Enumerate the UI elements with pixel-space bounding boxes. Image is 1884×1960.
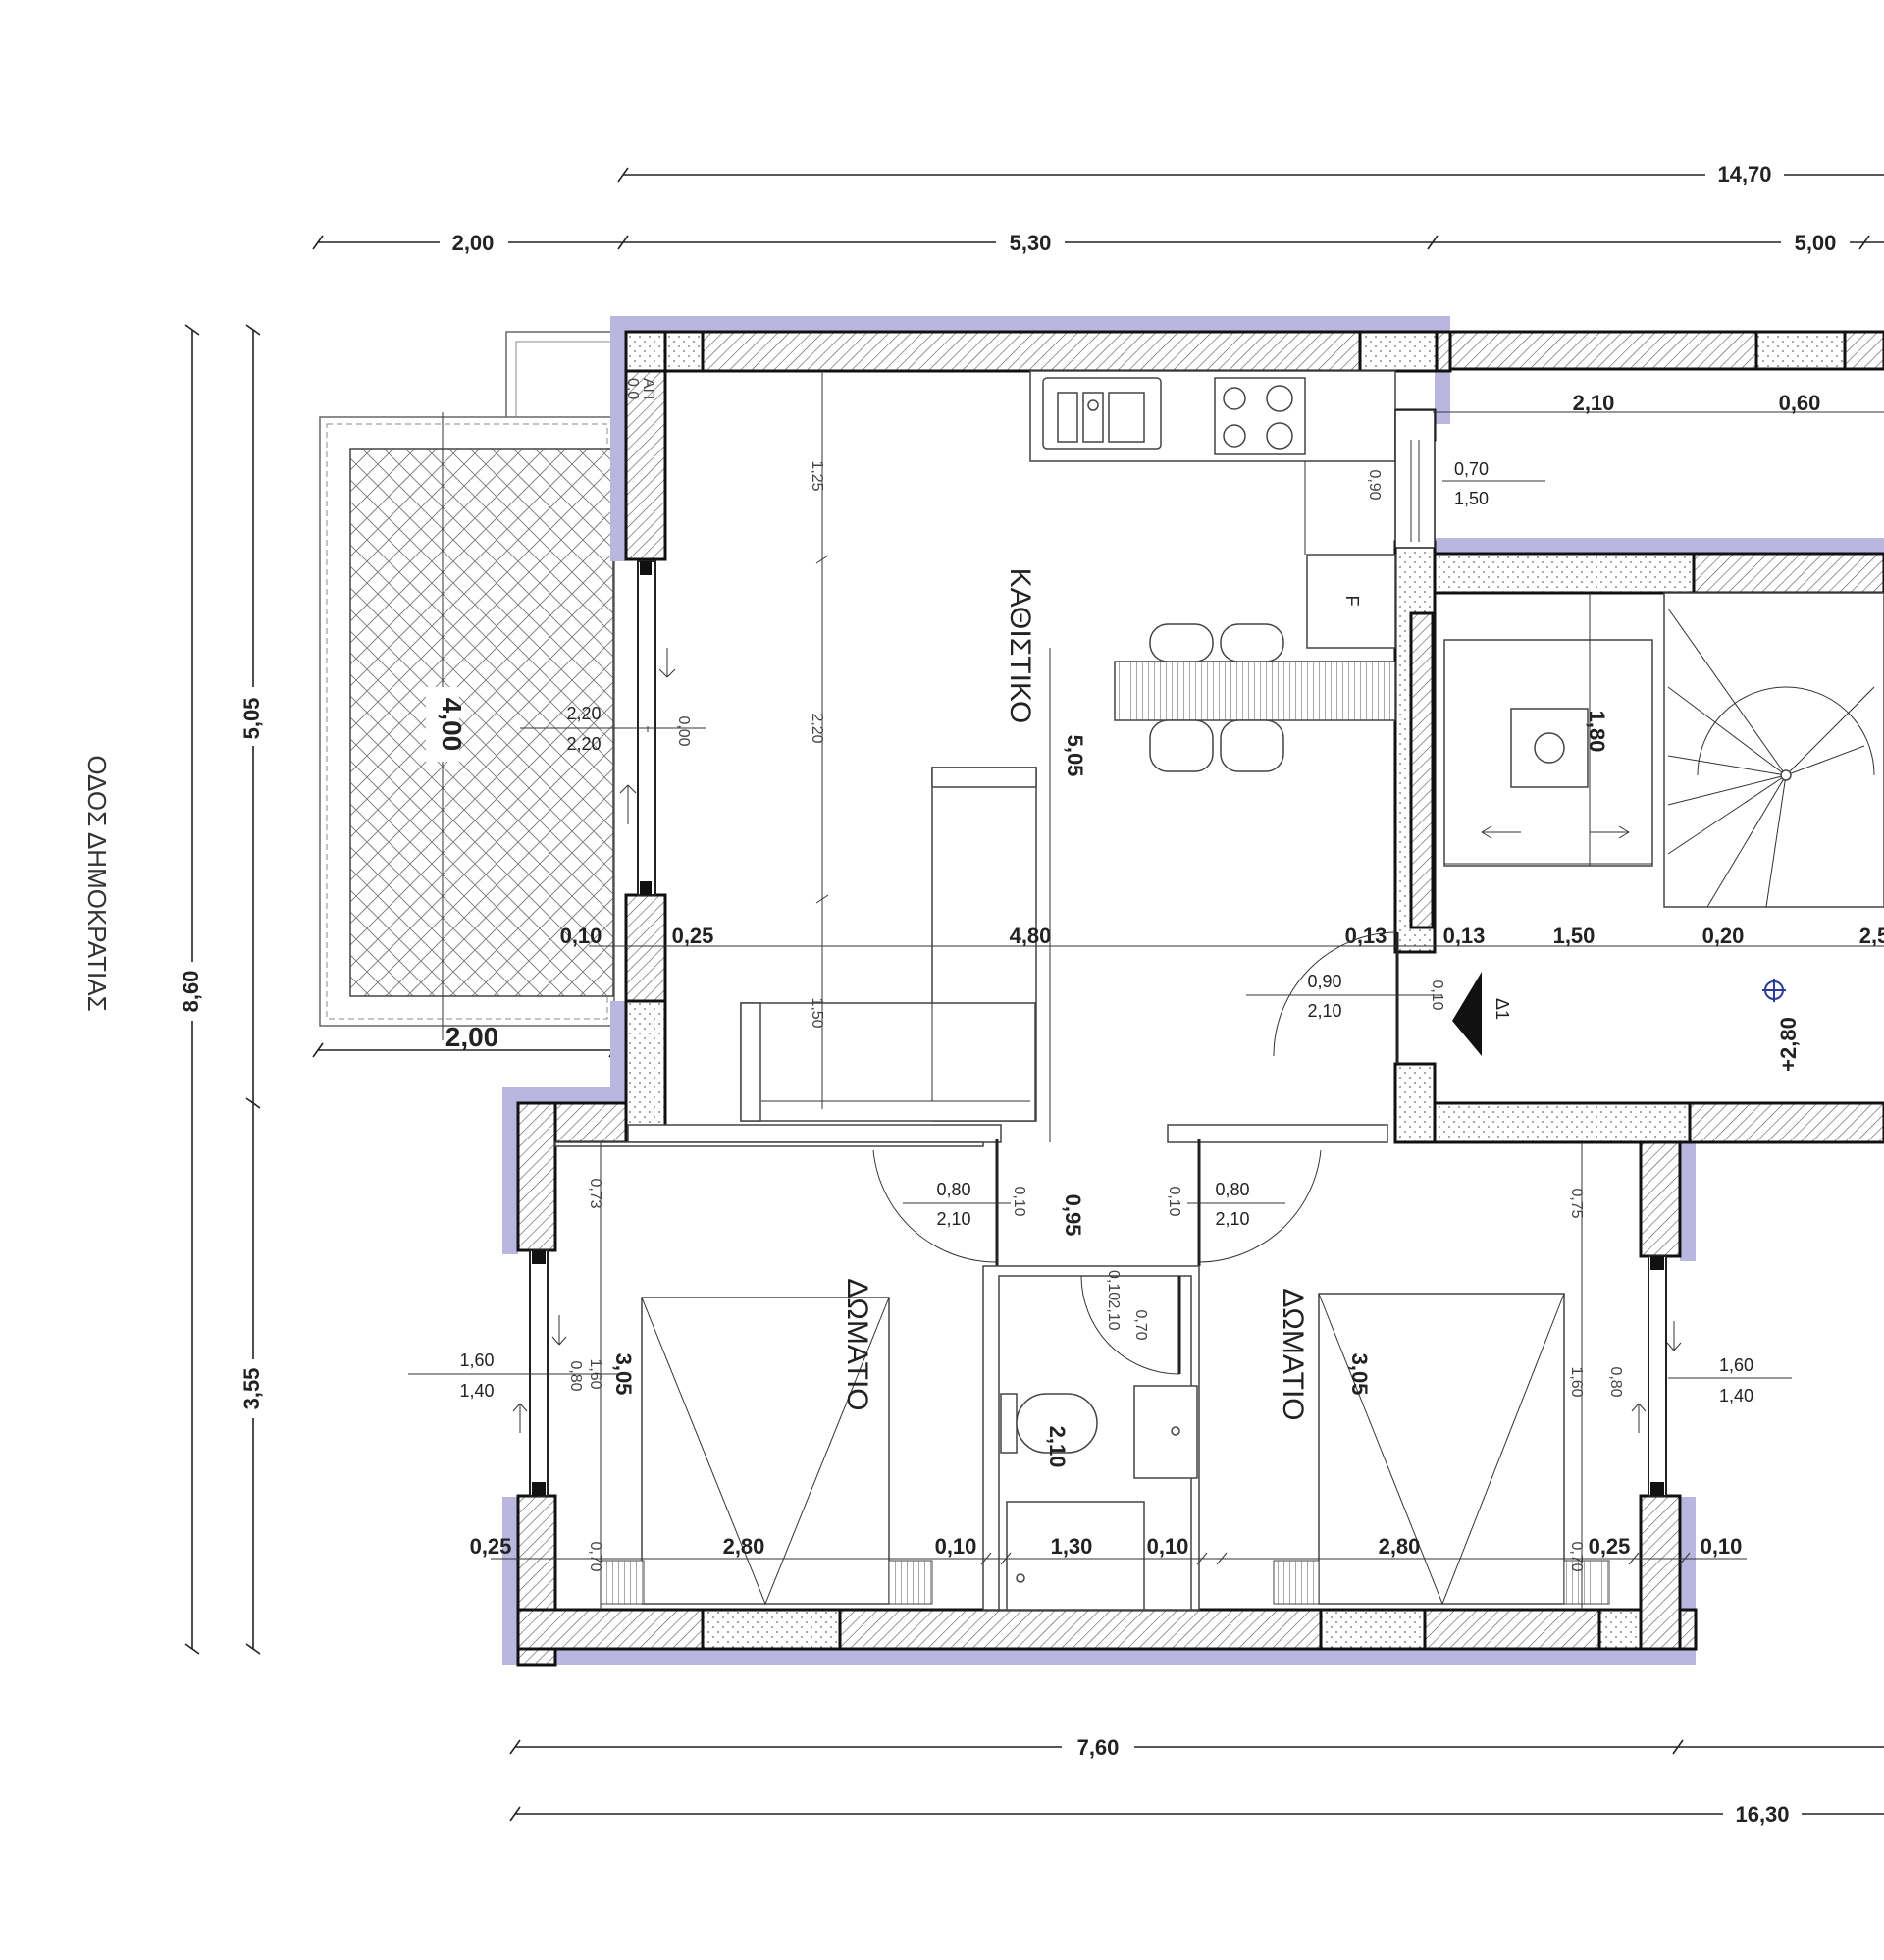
entry-door-sill: 0,10 [1429,980,1445,1010]
kitchen-window-sill: 0,90 [1366,469,1383,500]
dim-bot-e: 0,10 [1147,1534,1189,1559]
dim-inner-125: 1,25 [809,460,825,491]
balcony-door-w: 2,20 [566,704,601,723]
dimension-lines-bottom [509,1739,1884,1822]
dim-inner-070b: 0,70 [1568,1541,1585,1571]
dim-room-depth-right: 3,05 [1347,1353,1372,1396]
win-left-h: 1,40 [459,1381,494,1401]
dim-top-total: 14,70 [1717,162,1771,186]
dimension-lines-top [312,167,1884,250]
bedroom-left-label: ΔΩΜΑΤΙΟ [841,1278,873,1410]
dim-corr-w1: 2,10 [1573,391,1615,415]
bath-door-w: 0,70 [1132,1309,1149,1340]
kitchen-window[interactable] [1394,409,1436,549]
dim-hall-e: 0,13 [1443,924,1486,948]
dim-corr-w2: 0,60 [1779,391,1821,415]
dim-inner-070a: 0,70 [587,1541,603,1571]
sofa [740,767,1037,1122]
staircase [1663,592,1884,908]
dim-inner-073: 0,73 [587,1178,603,1208]
dim-top-a: 2,00 [452,231,495,255]
dim-bot-g: 0,25 [1589,1534,1631,1559]
entry-door-h: 2,10 [1307,1001,1341,1021]
dim-hall-h: 2,5 [1859,924,1884,948]
entry-mark: Δ1 [1492,998,1512,1020]
door-right-h: 2,10 [1215,1209,1249,1229]
fridge [1306,554,1396,649]
dim-inner-160b: 1,60 [1568,1366,1585,1397]
insulation-outline [502,316,1884,1665]
level-value: +2,80 [1776,1017,1801,1072]
dim-bot-d: 1,30 [1051,1534,1093,1559]
dim-hall-f: 1,50 [1553,924,1596,948]
win-left-sill: 0,80 [567,1360,584,1391]
dim-inner-150: 1,50 [809,997,825,1028]
win-left-w: 1,60 [459,1351,494,1370]
entry-door-w: 0,90 [1307,972,1341,991]
dim-balcony-width: 2,00 [445,1022,499,1052]
dim-hall-door-gap: 0,95 [1061,1194,1085,1237]
dim-balcony-depth: 4,00 [437,698,467,752]
dim-left-total: 8,60 [179,971,203,1013]
bath-door-sill: 0,10 [1105,1270,1122,1300]
dim-hall-a: 0,10 [560,924,602,948]
dim-hall-g: 0,20 [1702,924,1745,948]
balcony-door-h: 2,20 [566,734,601,754]
dim-hall-c: 4,80 [1010,924,1052,948]
dim-inner-220: 2,20 [809,713,825,743]
level-marker-icon [1762,979,1786,1002]
dim-top-b: 5,30 [1010,231,1052,255]
dim-inner-075: 0,75 [1568,1188,1585,1218]
entrance-door[interactable] [1273,931,1482,1064]
dim-left-lower: 3,55 [239,1368,264,1410]
dim-bot-c: 0,10 [935,1534,977,1559]
dim-bot-b: 2,80 [723,1534,765,1559]
bed-left [600,1297,933,1606]
fridge-label: F [1342,596,1362,607]
bedroom-right-label: ΔΩΜΑΤΙΟ [1277,1288,1309,1420]
bedroom-left-door[interactable] [872,1139,999,1266]
win-right-sill: 0,80 [1607,1366,1624,1397]
bed-right [1273,1293,1610,1606]
dim-stair-run: 1,80 [1585,711,1609,753]
dim-bottom-total: 16,30 [1735,1802,1789,1827]
hall-partitions [554,1124,1388,1147]
balcony [312,331,620,1058]
win-right-h: 1,40 [1719,1386,1753,1405]
dim-bot-a: 0,25 [470,1534,512,1559]
bedroom-left-window[interactable] [512,1249,567,1497]
bathroom [982,1265,1200,1611]
kitchen-window-w: 0,70 [1454,459,1489,479]
bedroom-right-window[interactable] [1631,1255,1682,1497]
dim-bot-h: 0,10 [1701,1534,1743,1559]
door-left-sill: 0,10 [1011,1186,1027,1216]
bedroom-right-door[interactable] [1197,1139,1322,1266]
door-left-w: 0,80 [936,1180,970,1199]
door-right-sill: 0,10 [1166,1186,1182,1216]
dim-left-upper: 5,05 [239,698,264,740]
elevator [1443,593,1653,867]
dim-bottom-a: 7,60 [1077,1735,1120,1760]
dim-bot-f: 2,80 [1379,1534,1421,1559]
storage-sub-label: 0,0 [624,378,641,399]
dim-hall-d: 0,13 [1345,924,1387,948]
win-right-w: 1,60 [1719,1355,1753,1375]
balcony-door-sill: 0,00 [675,715,692,746]
living-inner-dimensions [815,371,1051,1142]
dining-table [1114,623,1396,772]
dim-bath-depth: 2,10 [1045,1426,1070,1468]
dim-top-c: 5,00 [1795,231,1837,255]
storage-label: ΑΠ [640,378,656,399]
door-left-h: 2,10 [936,1209,970,1229]
street-label: ΟΔΟΣ ΔΗΜΟΚΡΑΤΙΑΣ [82,755,112,1011]
dim-living-depth: 5,05 [1063,735,1087,777]
dim-hall-b: 0,25 [672,924,714,948]
kitchen-counter [1029,370,1396,555]
kitchen-window-h: 1,50 [1454,489,1489,508]
living-room-label: ΚΑΘΙΣΤΙΚΟ [1004,568,1036,724]
door-right-w: 0,80 [1215,1180,1249,1199]
bath-door-h: 2,10 [1105,1299,1122,1330]
